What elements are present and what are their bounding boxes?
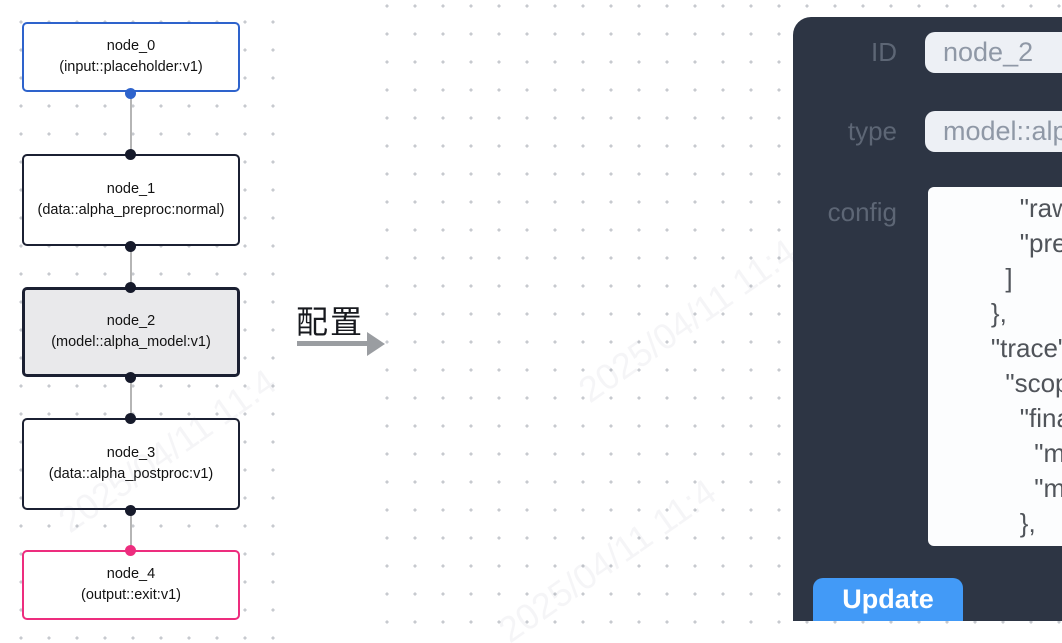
node-title: node_4 <box>106 566 156 582</box>
node-subtitle: (model::alpha_model:v1) <box>51 334 211 350</box>
node-node_2-selected[interactable]: node_2 (model::alpha_model:v1) <box>22 287 240 377</box>
node-node_0[interactable]: node_0 (input::placeholder:v1) <box>22 22 240 92</box>
config-panel: ID type config "raw_action", "pred" ] },… <box>793 17 1062 621</box>
type-input[interactable] <box>925 111 1062 152</box>
node-node_3[interactable]: node_3 (data::alpha_postproc:v1) <box>22 418 240 510</box>
node-subtitle: (input::placeholder:v1) <box>59 59 203 75</box>
annotation-label: 配置 <box>296 304 365 340</box>
handle-node_2-source[interactable] <box>125 372 136 383</box>
panel-background: ID type config "raw_action", "pred" ] },… <box>385 0 1062 643</box>
handle-node_1-source[interactable] <box>125 241 136 252</box>
node-title: node_1 <box>106 181 156 197</box>
handle-node_2-target[interactable] <box>125 282 136 293</box>
edge-line <box>130 510 132 550</box>
node-title: node_3 <box>106 445 156 461</box>
config-textarea-wrap: "raw_action", "pred" ] }, "trace": { "sc… <box>928 187 1062 546</box>
flow-canvas[interactable]: node_0 (input::placeholder:v1) node_1 (d… <box>0 0 278 643</box>
config-label: config <box>827 197 897 227</box>
node-node_4[interactable]: node_4 (output::exit:v1) <box>22 550 240 620</box>
annotation-arrow-icon <box>297 332 387 356</box>
config-textarea[interactable]: "raw_action", "pred" ] }, "trace": { "sc… <box>928 187 1062 546</box>
edge-line <box>130 377 132 418</box>
edge-line <box>130 246 132 287</box>
edge-line <box>130 93 132 154</box>
handle-node_3-source[interactable] <box>125 505 136 516</box>
node-title: node_0 <box>106 38 156 54</box>
type-label: type <box>847 116 897 146</box>
node-subtitle: (data::alpha_preproc:normal) <box>37 202 225 218</box>
id-label: ID <box>871 37 897 67</box>
node-subtitle: (output::exit:v1) <box>81 587 181 603</box>
id-input[interactable] <box>925 32 1062 73</box>
handle-node_3-target[interactable] <box>125 413 136 424</box>
node-subtitle: (data::alpha_postproc:v1) <box>48 466 214 482</box>
update-button[interactable]: Update <box>813 578 963 621</box>
node-node_1[interactable]: node_1 (data::alpha_preproc:normal) <box>22 154 240 246</box>
handle-node_0-source[interactable] <box>125 88 136 99</box>
node-title: node_2 <box>106 313 156 329</box>
handle-node_4-target[interactable] <box>125 545 136 556</box>
handle-node_1-target[interactable] <box>125 149 136 160</box>
